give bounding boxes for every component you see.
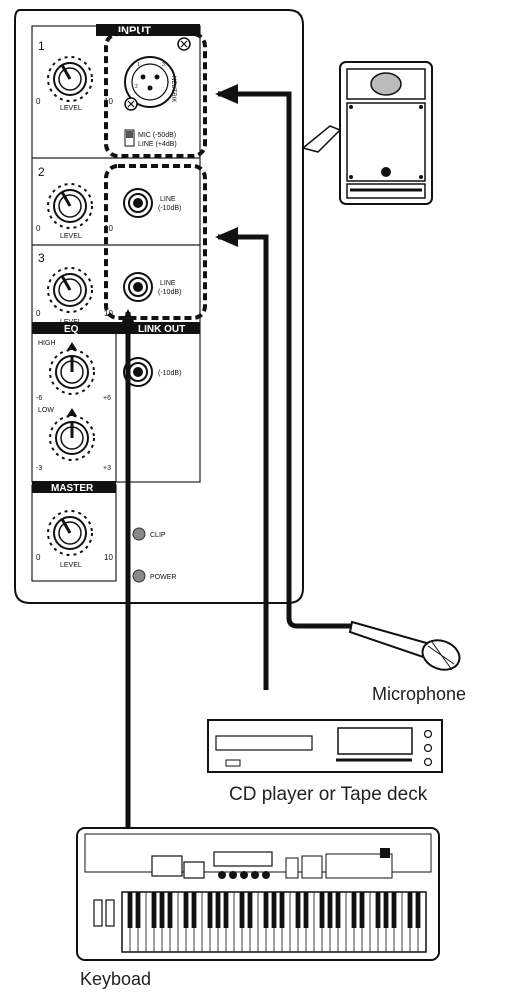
ch3-level-knob[interactable]: [47, 267, 93, 313]
ch2-min: 0: [36, 224, 41, 233]
ch2-level-label: LEVEL: [60, 233, 82, 240]
ch3-max: 10: [104, 309, 113, 318]
cd-cable-arrow: [215, 227, 238, 247]
speaker-icon: [301, 61, 433, 205]
line-switch-label: LINE (+4dB): [138, 141, 177, 148]
eq-header: [32, 322, 116, 334]
eq-high-label: HIGH: [38, 340, 56, 347]
xlr-pin3: 3: [162, 62, 165, 68]
master-header: [32, 481, 116, 493]
ch2-jack-type: LINE: [160, 196, 176, 203]
ch3-min: 0: [36, 309, 41, 318]
link-out-header-text: LINK OUT: [138, 324, 185, 335]
keyboard-cable-arrow: [118, 309, 138, 330]
keyboard-keys: [127, 892, 421, 952]
cd-player-icon: [207, 719, 443, 773]
ch2-max: 10: [104, 224, 113, 233]
mic-cable-arrow: [215, 84, 238, 104]
ch1-min: 0: [36, 97, 41, 106]
ch3-number: 3: [38, 251, 45, 265]
master-level-label: LEVEL: [60, 562, 82, 569]
ch3-line-jack[interactable]: [123, 272, 153, 302]
ch1-number: 1: [38, 39, 45, 53]
clip-led: [132, 527, 146, 541]
ch2-line-jack[interactable]: [123, 188, 153, 218]
ch1-xlr-jack[interactable]: [124, 37, 191, 111]
xlr-brand-label: NEUTRIK: [170, 76, 176, 102]
xlr-pin2: 2: [135, 84, 138, 90]
ch1-max: 10: [104, 97, 113, 106]
mic-line-switch[interactable]: [124, 129, 135, 147]
eq-high-min: -6: [36, 395, 42, 402]
ch1-input-highlight: [104, 32, 207, 158]
xlr-pin1: 1: [137, 62, 140, 68]
microphone-label: Microphone: [372, 684, 466, 704]
ch2-number: 2: [38, 165, 45, 179]
eq-low-knob[interactable]: [49, 408, 95, 461]
eq-low-min: -3: [36, 465, 42, 472]
master-header-text: MASTER: [51, 483, 94, 494]
ch2-level-knob[interactable]: [47, 183, 93, 229]
ch2-jack-level: (-10dB): [158, 205, 181, 212]
power-led: [132, 569, 146, 583]
ch1-level-label: LEVEL: [60, 105, 82, 112]
cd-player-label: CD player or Tape deck: [229, 784, 428, 805]
link-out-header: [116, 322, 200, 334]
ch3-jack-level: (-10dB): [158, 289, 181, 296]
keyboard-icon: [76, 827, 440, 961]
master-max: 10: [104, 553, 113, 562]
eq-low-label: LOW: [38, 407, 54, 414]
eq-low-max: +3: [103, 465, 111, 472]
master-min: 0: [36, 553, 41, 562]
power-label: POWER: [150, 574, 176, 581]
master-level-knob[interactable]: [47, 510, 93, 556]
eq-high-max: +6: [103, 395, 111, 402]
mic-cable: [218, 91, 352, 629]
clip-label: CLIP: [150, 532, 166, 539]
microphone-icon: [348, 620, 461, 671]
link-out-level: (-10dB): [158, 370, 181, 377]
keyboard-label: Keyboad: [80, 969, 151, 989]
mic-switch-label: MIC (-50dB): [138, 132, 176, 139]
eq-header-text: EQ: [64, 324, 79, 335]
link-out-jack[interactable]: [123, 357, 153, 387]
ch1-level-knob[interactable]: [47, 56, 93, 102]
eq-high-knob[interactable]: [49, 342, 95, 395]
ch2-ch3-input-highlight: [104, 164, 207, 320]
ch3-jack-type: LINE: [160, 280, 176, 287]
